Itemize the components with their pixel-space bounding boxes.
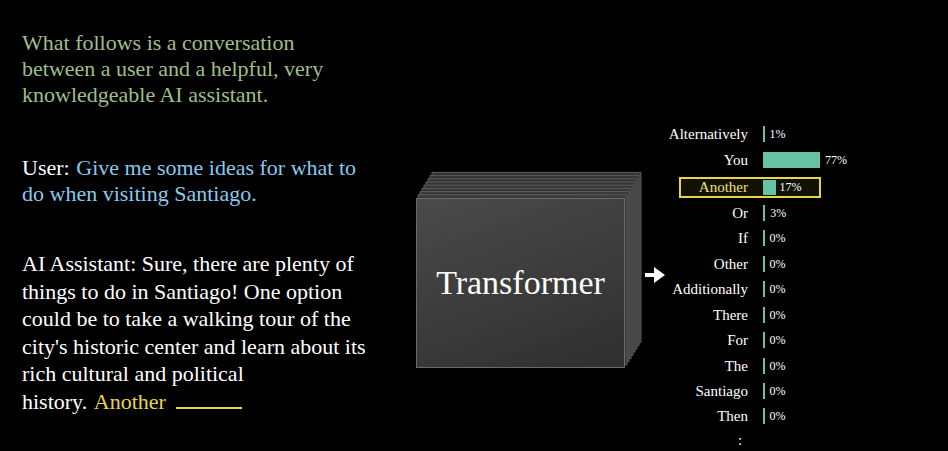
probability-bar (763, 383, 765, 399)
token-label: Other (714, 254, 748, 274)
next-token: Another (94, 389, 166, 414)
prompt-text: What follows is a conversation between a… (22, 30, 323, 107)
system-prompt: What follows is a conversation between a… (22, 30, 367, 108)
more-tokens: : (738, 430, 742, 450)
probability-value: 0% (770, 281, 786, 297)
token-label: If (738, 228, 748, 248)
probability-value: 17% (780, 179, 802, 196)
probability-bar (763, 180, 776, 195)
output-arrowhead (654, 267, 665, 283)
assistant-turn: AI Assistant: Sure, there are plenty of … (22, 250, 367, 415)
token-label: Alternatively (669, 124, 748, 144)
token-label: Additionally (672, 279, 748, 299)
highlight-box: Another 17% (679, 177, 821, 198)
probability-bar (763, 126, 765, 142)
probability-bar (763, 230, 765, 246)
token-label: You (724, 150, 748, 170)
probability-value: 0% (770, 358, 786, 374)
token-label: Or (732, 203, 748, 223)
token-label: Santiago (696, 381, 749, 401)
probability-bar (763, 358, 765, 374)
probability-value: 0% (770, 307, 786, 323)
user-text: Give me some ideas for what to do when v… (22, 155, 356, 206)
transformer-label: Transformer (436, 264, 605, 302)
token-label: Another (699, 178, 748, 197)
probability-value: 1% (770, 126, 786, 142)
probability-bar (763, 256, 765, 272)
probability-bar (763, 281, 765, 297)
probability-bar (763, 205, 765, 221)
assistant-text: AI Assistant: Sure, there are plenty of … (22, 251, 366, 414)
probability-value: 0% (770, 230, 786, 246)
probability-value: 0% (770, 332, 786, 348)
probability-bar (763, 152, 820, 168)
speaker-label: User: (22, 155, 70, 180)
token-label: Then (717, 406, 748, 426)
blank-underline (176, 403, 242, 409)
probability-bar (763, 307, 765, 323)
token-label: There (713, 305, 748, 325)
probability-bar (763, 408, 765, 424)
user-turn: User:Give me some ideas for what to do w… (22, 155, 367, 207)
token-label: For (727, 330, 748, 350)
probability-value: 0% (770, 256, 786, 272)
probability-value: 77% (825, 152, 847, 168)
probability-value: 0% (770, 408, 786, 424)
probability-bar (763, 332, 765, 348)
probability-value: 3% (770, 205, 786, 221)
probability-value: 0% (770, 383, 786, 399)
token-label: The (725, 356, 748, 376)
transformer-box: Transformer (416, 198, 625, 368)
